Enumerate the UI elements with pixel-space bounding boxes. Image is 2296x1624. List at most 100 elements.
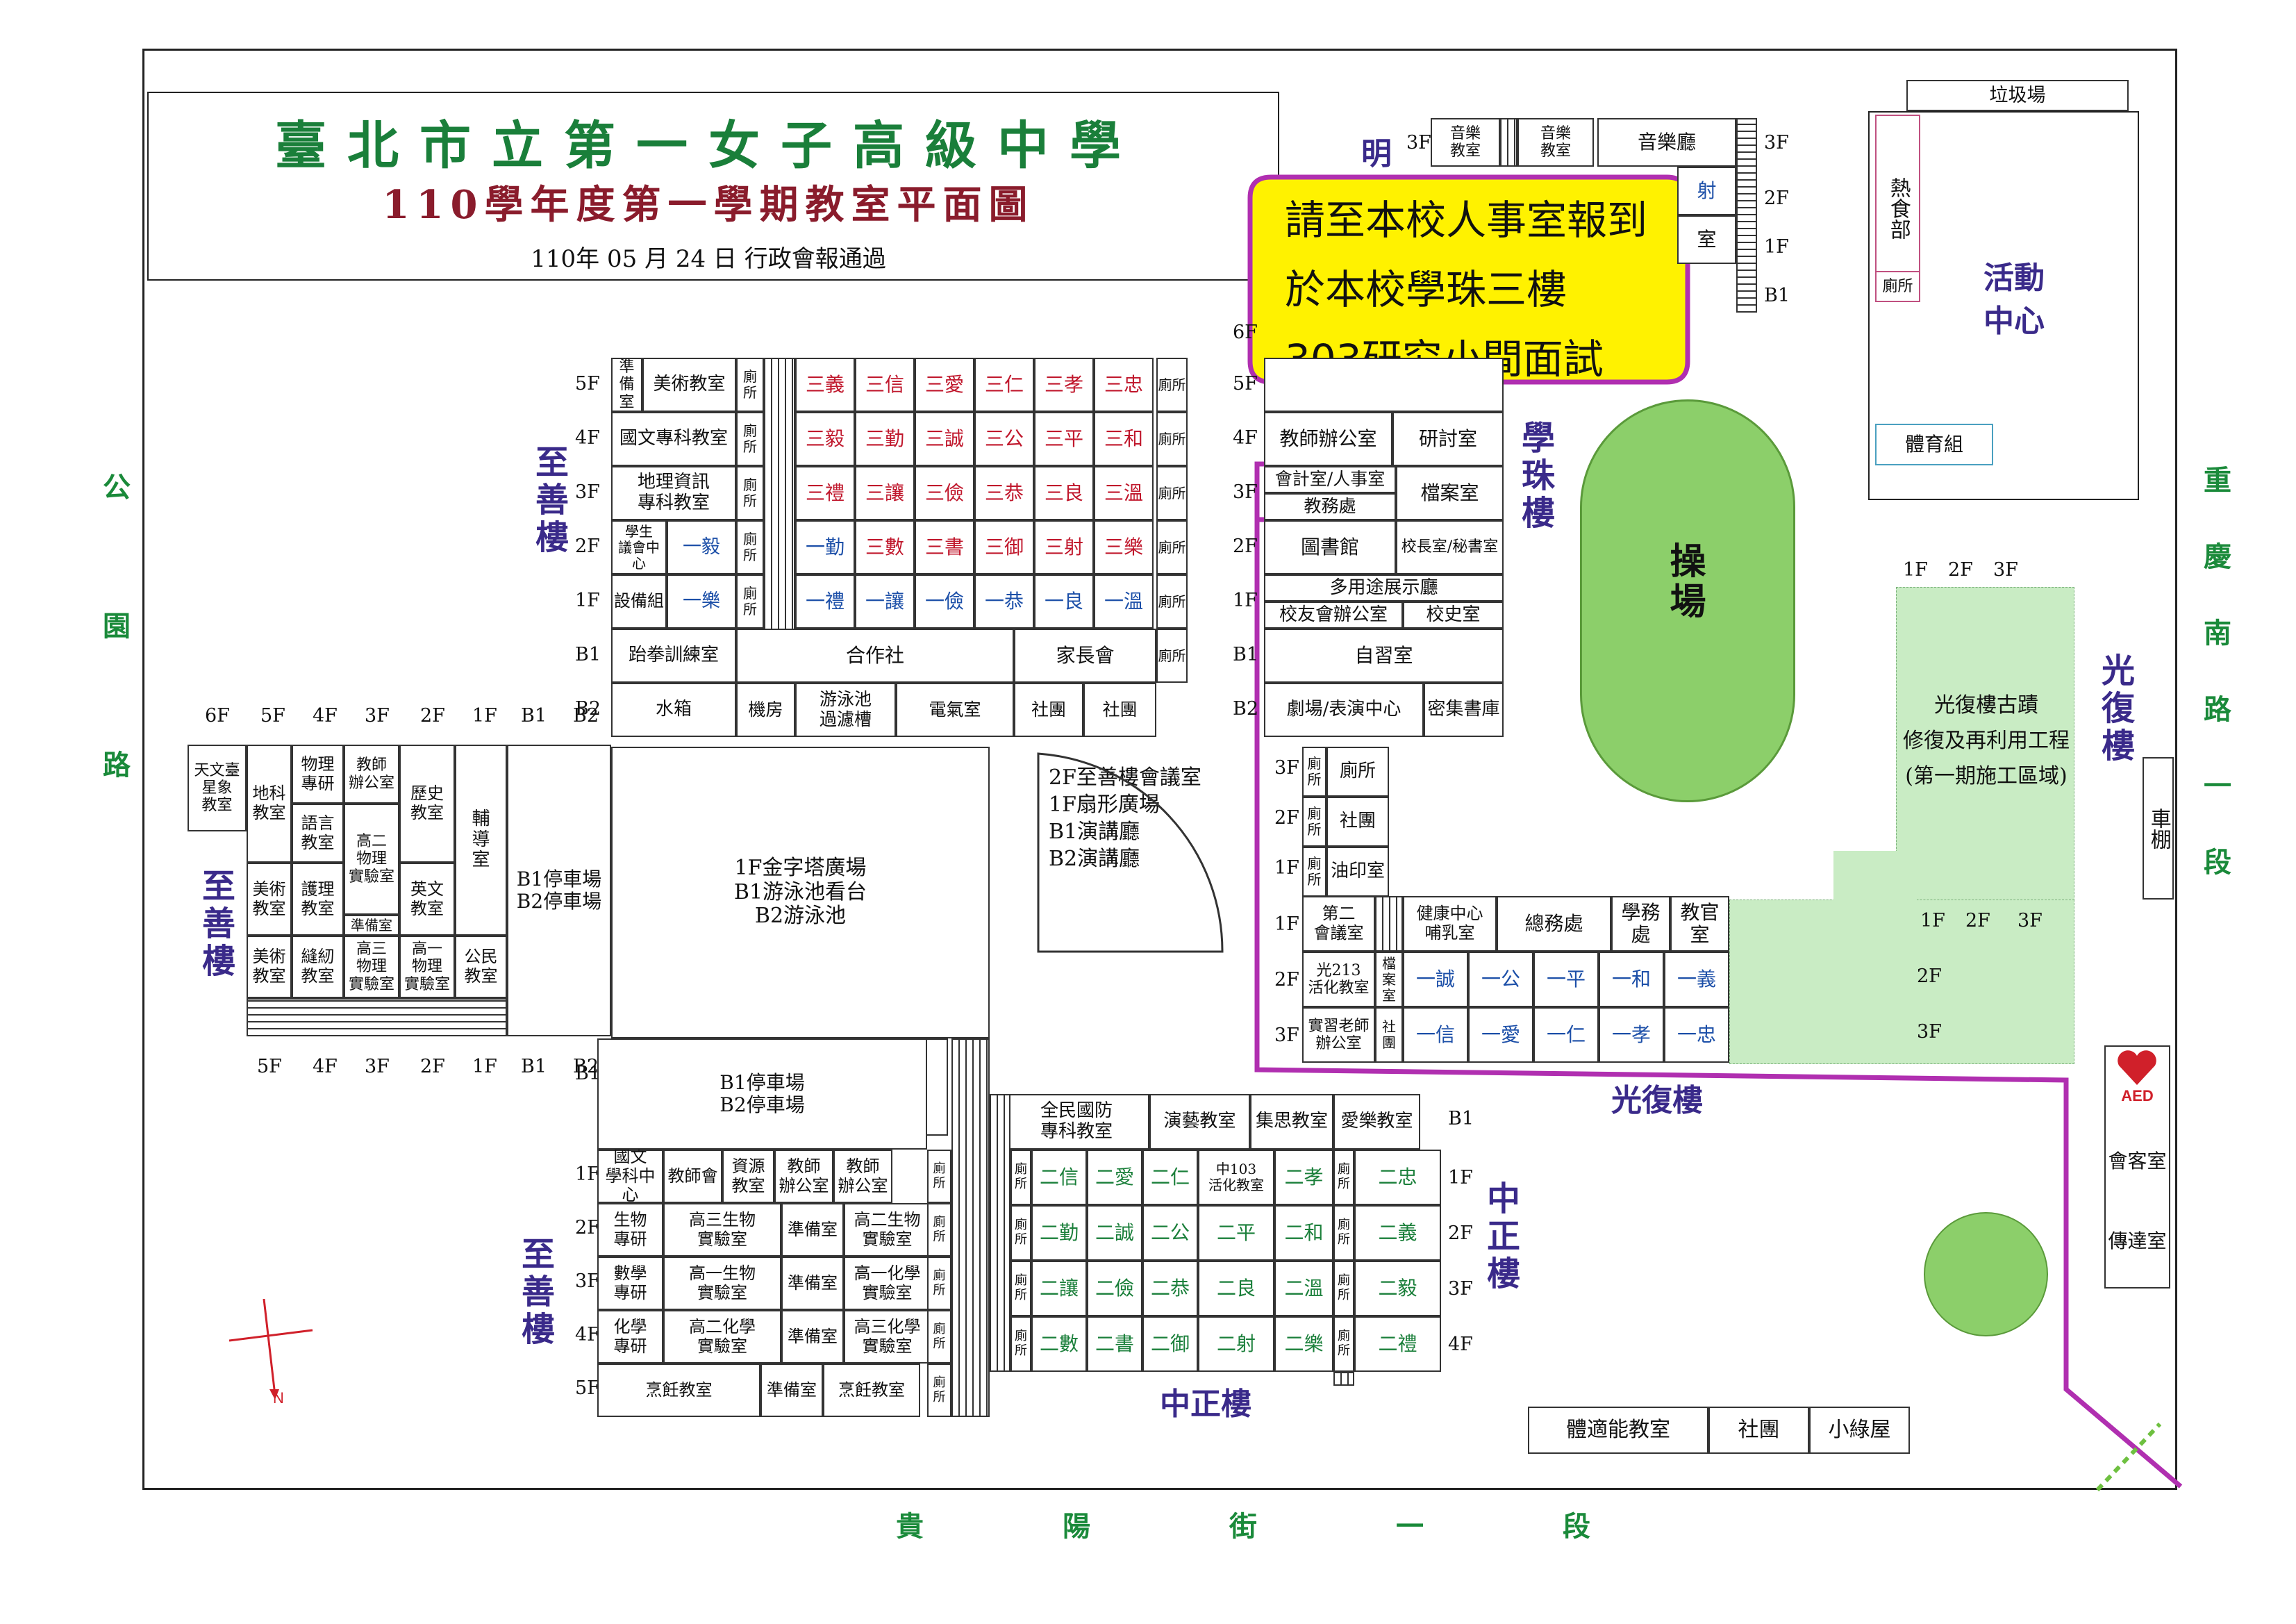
restroom: 廁所 — [736, 574, 764, 629]
teachers-office: 教師辦公室 — [1264, 412, 1392, 466]
classroom: 一公 — [1468, 952, 1533, 1007]
zsb-room: 高三化學 實驗室 — [844, 1310, 931, 1364]
classroom: 一忠 — [1664, 1007, 1729, 1063]
west-floor-top: 3F — [365, 705, 390, 727]
compass-north: N — [273, 1389, 284, 1407]
classroom: 三孝 — [1034, 358, 1094, 412]
zhishan-floor-4: 1F — [575, 590, 600, 611]
restroom: 廁所 — [1010, 1316, 1031, 1372]
zhishan-floor-2: 3F — [575, 481, 600, 503]
classroom: 一信 — [1403, 1007, 1468, 1063]
gf-floor-2f: 2F — [1274, 969, 1299, 991]
zsb-floor: 3F — [575, 1270, 600, 1292]
classroom: 三樂 — [1094, 520, 1154, 574]
zhishan-floor-0: 5F — [575, 373, 600, 395]
intern-teachers-office: 實習老師 辦公室 — [1302, 1007, 1375, 1063]
guangfu-label-bottom: 光復樓 — [1611, 1083, 1703, 1118]
meeting-room-2: 第二 會議室 — [1302, 896, 1375, 952]
xuezhu-floor: 2F — [1233, 536, 1258, 557]
classroom: 三忠 — [1094, 358, 1154, 412]
zz-floor: 4F — [1448, 1334, 1473, 1355]
callout-line-2: 於本校學珠三樓 — [1285, 266, 1567, 313]
archive-room-gf: 檔案室 — [1375, 952, 1403, 1007]
restroom: 廁所 — [1333, 1150, 1354, 1205]
counseling: 輔 導 室 — [455, 745, 507, 936]
zz-classroom: 二御 — [1142, 1316, 1198, 1372]
activation-room-213: 光213 活化教室 — [1302, 952, 1375, 1007]
classroom: 三御 — [974, 520, 1034, 574]
west-floor-top: 6F — [205, 705, 230, 727]
classroom: 三公 — [974, 412, 1034, 466]
zsb-room: 烹飪教室 — [597, 1364, 760, 1417]
b2-room: 社團 — [1083, 683, 1156, 737]
zsb-floor: 1F — [575, 1163, 600, 1185]
gf-floor-top: 2F — [1274, 807, 1299, 829]
reception-room: 會客室 — [2108, 1150, 2167, 1173]
south-club: 社團 — [1708, 1407, 1809, 1454]
map-frame — [142, 49, 2177, 1490]
little-green-house: 小綠屋 — [1809, 1407, 1910, 1454]
heritage-label: 光復樓古蹟 修復及再利用工程 (第一期施工區域) — [1903, 693, 2070, 788]
zhishan-floor-1: 4F — [575, 427, 600, 449]
civics-classroom: 公民 教室 — [455, 936, 507, 998]
classroom: 三誠 — [915, 412, 974, 466]
gate-line — [2095, 1422, 2162, 1492]
gf-room: 油印室 — [1326, 847, 1389, 897]
zz-classroom: 二義 — [1354, 1205, 1441, 1261]
restroom: 廁所 — [1333, 1205, 1354, 1261]
activity-center-label: 活動中心 — [1983, 260, 2045, 339]
zhishan-label-bottom: 至善樓 — [515, 1236, 554, 1349]
zz-top-room: 愛樂教室 — [1333, 1094, 1420, 1150]
classroom: 一誠 — [1403, 952, 1468, 1007]
restroom: 廁所 — [927, 1310, 951, 1364]
physics-research: 物理 專研 — [292, 745, 344, 804]
seminar-room: 研討室 — [1392, 412, 1504, 466]
zz-classroom: 二禮 — [1354, 1316, 1441, 1372]
art-classroom-w2: 美術 教室 — [247, 936, 292, 998]
restroom: 廁所 — [1333, 1261, 1354, 1316]
art-classroom: 美術教室 — [642, 358, 736, 412]
language-classroom: 語言 教室 — [292, 804, 344, 863]
zz-classroom: 二溫 — [1274, 1261, 1333, 1316]
classroom: 三和 — [1094, 412, 1154, 466]
prep-room-w: 準備室 — [344, 915, 399, 936]
callout-line-1: 請至本校人事室報到 — [1285, 197, 1648, 244]
xuezhu-floor-6f: 6F — [1233, 322, 1258, 343]
west-floor-top: 2F — [420, 705, 445, 727]
zz-classroom: 二恭 — [1142, 1261, 1198, 1316]
nursing-classroom: 護理 教室 — [292, 863, 344, 936]
restroom: 廁所 — [1156, 466, 1188, 520]
playground-track — [1580, 399, 1795, 802]
gf-room: 社團 — [1326, 797, 1389, 847]
west-floor-bottom: 5F — [257, 1056, 282, 1077]
fan-hall-info: 2F至善樓會議室 1F扇形廣場 B1演講廳 B2演講廳 — [1049, 765, 1201, 871]
principal-office: 校長室/秘書室 — [1396, 520, 1504, 574]
physics-lab-2: 高二 物理 實驗室 — [344, 804, 399, 915]
classroom: 一義 — [1664, 952, 1729, 1007]
sewing-classroom: 縫紉 教室 — [292, 936, 344, 998]
zz-floor-b1: B1 — [1448, 1108, 1474, 1129]
restroom: 廁所 — [927, 1150, 951, 1203]
history-classroom: 歷史 教室 — [399, 745, 455, 863]
west-floor-bottom: 4F — [313, 1056, 338, 1077]
zsb-room: 高一生物 實驗室 — [663, 1257, 781, 1310]
library: 圖書館 — [1264, 520, 1396, 574]
classroom: 三讓 — [855, 466, 915, 520]
zz-classroom: 二數 — [1031, 1316, 1087, 1372]
activity-center — [1868, 111, 2139, 500]
activity-center-wc: 廁所 — [1875, 271, 1920, 302]
zsb-floor: 4F — [575, 1324, 600, 1345]
restroom: 廁所 — [736, 358, 764, 412]
accounting-hr-office: 會計室/人事室 — [1264, 466, 1396, 493]
classroom: 三數 — [855, 520, 915, 574]
study-hall: 自習室 — [1264, 629, 1504, 683]
zsb-room: 準備室 — [760, 1364, 823, 1417]
health-center: 健康中心 哺乳室 — [1403, 896, 1497, 952]
map-subtitle: 110學年度第一學期教室平面圖 — [382, 182, 1035, 228]
geo-classroom: 地理資訊 專科教室 — [611, 466, 736, 520]
parents-association: 家長會 — [1014, 629, 1156, 683]
west-floor-bottom: 1F — [472, 1056, 497, 1077]
fan-plaza-arc — [1037, 752, 1224, 953]
music-room: 室 — [1677, 215, 1736, 264]
zsb-room: 高二化學 實驗室 — [663, 1310, 781, 1364]
